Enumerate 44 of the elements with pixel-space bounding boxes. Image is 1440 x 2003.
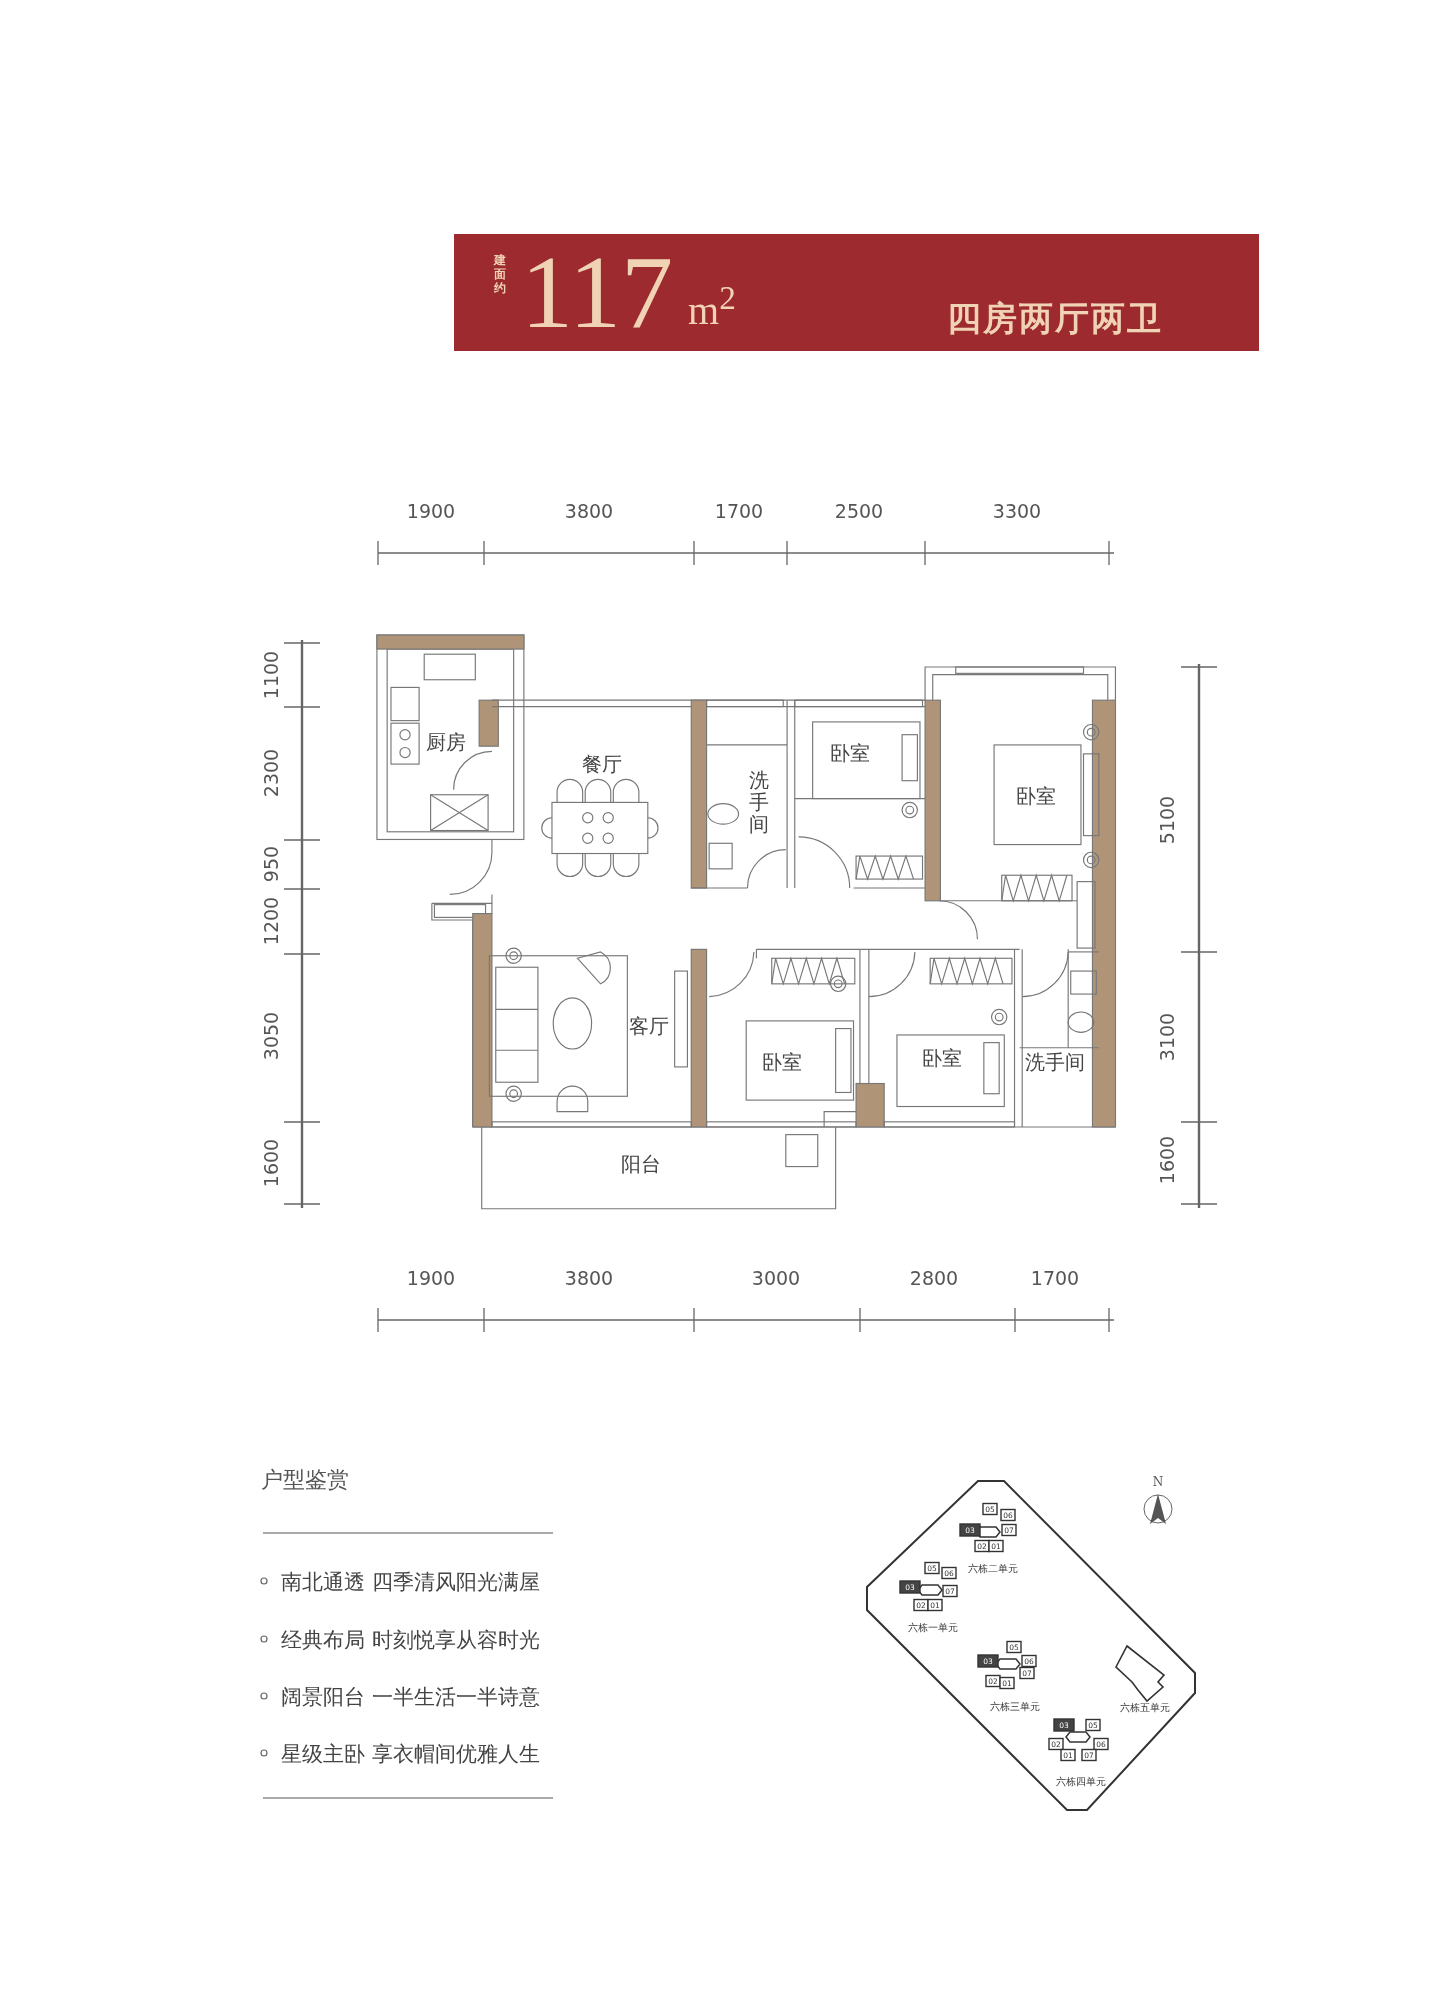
area-unit: m$^{2}$: [688, 281, 736, 331]
dimension-value: 3100: [1157, 1012, 1177, 1062]
dimension-value: 3300: [992, 501, 1042, 521]
room-label: 卧室: [922, 1048, 962, 1068]
dimension-value: 1700: [1030, 1268, 1080, 1288]
dimension-value: 1200: [261, 896, 281, 946]
dimension-value: 3800: [564, 501, 614, 521]
building-label: 六栋四单元: [1056, 1777, 1106, 1787]
dimension-value: 2300: [261, 748, 281, 798]
area-number: 117: [520, 240, 674, 344]
dimension-value: 1600: [261, 1138, 281, 1188]
dimension-value: 5100: [1157, 795, 1177, 845]
room-label: 厨房: [426, 732, 466, 752]
dimension-value: 2500: [834, 501, 884, 521]
room-label: 卧室: [830, 743, 870, 763]
bullet-text: 南北通透 四季清风阳光满屋: [281, 1571, 540, 1593]
bullet-text: 经典布局 时刻悦享从容时光: [281, 1629, 540, 1651]
section-heading: 户型鉴赏: [261, 1469, 349, 1491]
dimension-value: 950: [261, 845, 281, 883]
dimension-value: 3050: [261, 1011, 281, 1061]
dimension-value: 3800: [564, 1268, 614, 1288]
building-label: 六栋三单元: [990, 1702, 1040, 1712]
dimension-value: 3000: [751, 1268, 801, 1288]
north-label: N: [1152, 1476, 1164, 1488]
building-label: 六栋二单元: [968, 1564, 1018, 1574]
room-label: 卧室: [1016, 786, 1056, 806]
dimension-value: 1100: [261, 650, 281, 700]
dimension-value: 2800: [909, 1268, 959, 1288]
building-label: 六栋一单元: [908, 1623, 958, 1633]
room-label: 餐厅: [582, 754, 622, 774]
bullet-text: 阔景阳台 一半生活一半诗意: [281, 1686, 540, 1708]
dimension-value: 1900: [406, 501, 456, 521]
bullet-text: 星级主卧 享衣帽间优雅人生: [281, 1743, 540, 1765]
room-label: 卧室: [762, 1052, 802, 1072]
room-label: 洗手间: [749, 769, 769, 835]
room-label: 阳台: [621, 1154, 661, 1174]
dimension-value: 1600: [1157, 1135, 1177, 1185]
room-label: 洗手间: [1025, 1052, 1085, 1072]
area-caption: 建面约: [494, 254, 506, 296]
building-label: 六栋五单元: [1120, 1703, 1170, 1713]
dimension-value: 1900: [406, 1268, 456, 1288]
room-label: 客厅: [629, 1016, 669, 1036]
page-title: 四房两厅两卫: [947, 301, 1163, 335]
dimension-value: 1700: [714, 501, 764, 521]
